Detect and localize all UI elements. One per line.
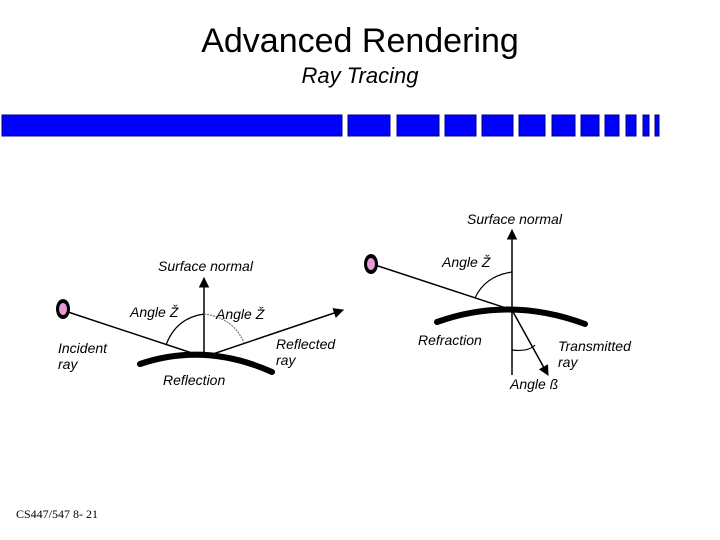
bar-segment — [518, 114, 546, 137]
incident-angle-label: Angle Ž — [130, 304, 179, 320]
reflected-ray-label-line2: ray — [276, 352, 296, 368]
bar-segment — [551, 114, 576, 137]
reflection-caption: Reflection — [163, 372, 226, 388]
light-source-icon — [364, 254, 378, 274]
bar-segment — [604, 114, 620, 137]
transmitted-ray-label-line2: ray — [558, 354, 578, 370]
incident-ray-label-line1: Incident — [58, 340, 108, 356]
reflection-surface — [137, 351, 275, 375]
bar-segment — [580, 114, 600, 137]
bar-segment — [347, 114, 391, 137]
transmitted-ray-label-line1: Transmitted — [558, 338, 631, 354]
incident-ray-label-line2: ray — [58, 356, 78, 372]
bar-segment — [654, 114, 660, 137]
reflected-ray — [203, 308, 344, 358]
refraction-normal-label: Surface normal — [467, 211, 562, 227]
reflected-angle-label: Angle Ž — [216, 306, 265, 322]
bar-segment — [396, 114, 440, 137]
refraction-surface — [434, 306, 588, 327]
transmitted-angle-arc — [511, 344, 536, 352]
transmitted-angle-label: Angle ß — [510, 376, 559, 392]
bar-segment — [625, 114, 637, 137]
incident-angle-arc — [165, 313, 205, 346]
light-source-icon — [56, 299, 70, 319]
bar-segment — [444, 114, 477, 137]
refraction-incident-angle-label: Angle Ž — [442, 254, 491, 270]
reflected-angle-arc — [203, 313, 245, 344]
slide-title: Advanced Rendering — [201, 22, 519, 60]
refraction-incident-angle-arc — [474, 271, 513, 299]
bar-segment — [1, 114, 343, 137]
transmitted-ray — [511, 309, 549, 376]
bar-segment — [642, 114, 650, 137]
decorative-header-bar — [1, 114, 660, 137]
incident-ray — [67, 311, 205, 358]
slide-subtitle: Ray Tracing — [301, 63, 419, 88]
refraction-incident-ray — [374, 264, 513, 311]
reflected-ray-label-line1: Reflected — [276, 336, 336, 352]
bar-segment — [481, 114, 514, 137]
slide-footer: CS447/547 8- 21 — [16, 507, 99, 521]
refraction-caption: Refraction — [418, 332, 482, 348]
reflection-normal-label: Surface normal — [158, 258, 253, 274]
